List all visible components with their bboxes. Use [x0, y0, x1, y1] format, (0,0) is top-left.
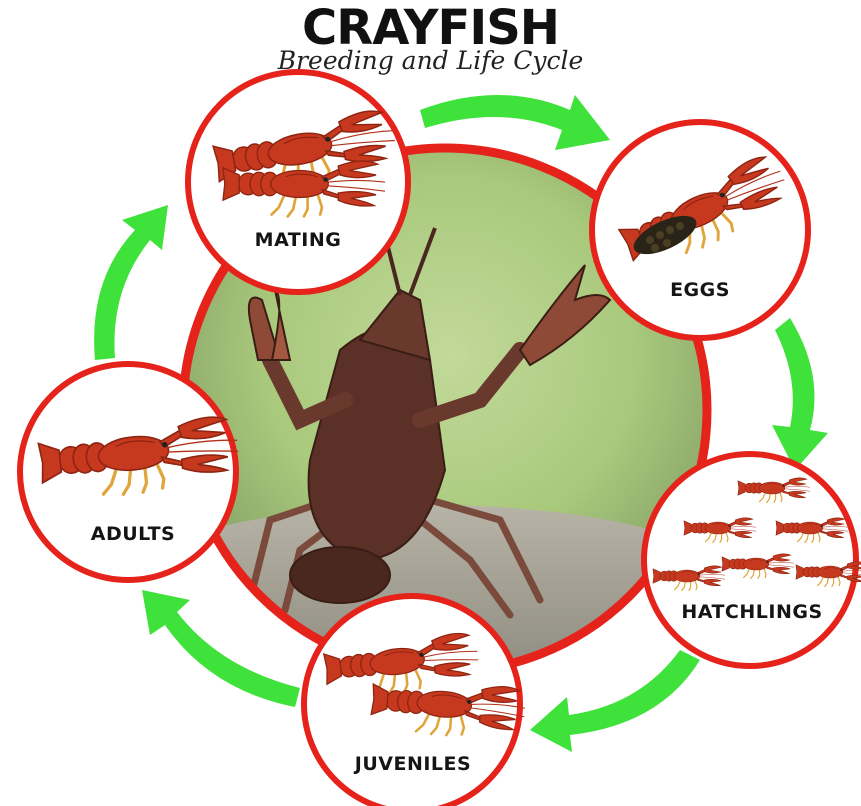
stage-label-hatchlings: HATCHLINGS	[681, 601, 822, 623]
stage-label-adults: ADULTS	[91, 523, 176, 545]
stage-label-juveniles: JUVENILES	[353, 753, 471, 775]
stage-hatchlings: HATCHLINGS	[644, 454, 861, 666]
arrow-hatchlings-to-juveniles	[530, 650, 700, 752]
arrow-adults-to-mating	[94, 205, 168, 360]
stage-eggs: EGGS	[592, 122, 808, 338]
arrow-mating-to-eggs	[420, 95, 610, 150]
stage-label-mating: MATING	[255, 229, 342, 251]
stage-mating: MATING	[188, 72, 408, 292]
stage-label-eggs: EGGS	[670, 279, 730, 301]
stage-adults: ADULTS	[20, 364, 242, 580]
arrow-eggs-to-hatchlings	[772, 318, 828, 470]
